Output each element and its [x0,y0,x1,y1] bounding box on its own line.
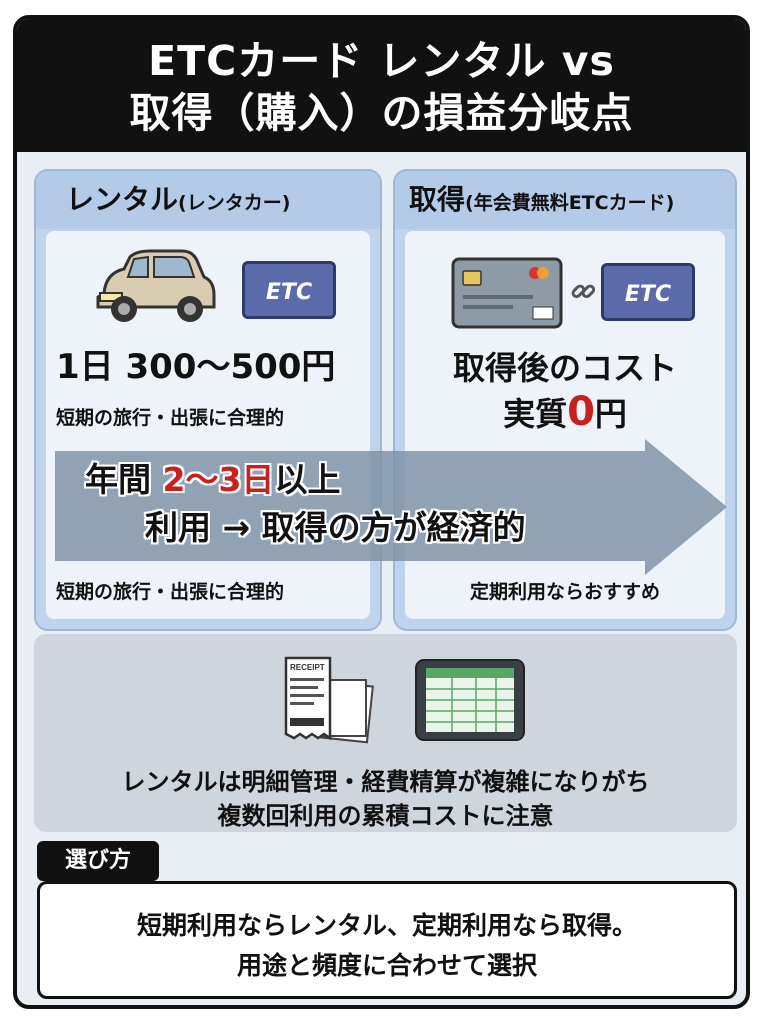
rental-panel-header: レンタル(レンタカー) [36,171,380,229]
warning-line-2: 複数回利用の累積コストに注意 [217,802,554,830]
acquire-cost-line-2: 実質0円 [405,389,725,435]
acquire-subtitle: (年会費無料ETCカード) [465,192,675,214]
acquire-cost-suffix: 円 [594,395,627,433]
credit-card-icon [451,257,563,329]
warning-section: RECEIPT レンタルは明細管理・経費精算が複雑になりがち 複数回利用の累積コ… [34,634,737,832]
acquire-cost-line-1: 取得後のコスト [452,349,677,387]
infographic-frame: ETCカード レンタル vs 取得（購入）の損益分岐点 レンタル(レンタカー) … [13,15,750,1009]
arrow-line-1-prefix: 年間 [85,460,163,499]
rental-note-bottom: 短期の旅行・出張に合理的 [56,581,285,603]
arrow-line-1-suffix: 以上 [274,460,341,499]
rental-price: 1日 300〜500円 [56,347,336,387]
acquire-panel-body: ETC 取得後のコスト 実質0円 定期利用ならおすすめ [405,231,725,619]
choose-box: 短期利用ならレンタル、定期利用なら取得。 用途と頻度に合わせて選択 [37,881,737,999]
rental-etc-card: ETC [242,261,336,319]
acquire-note-bottom: 定期利用ならおすすめ [469,581,660,603]
arrow-line-1: 年間 2〜3日以上 [85,453,340,501]
acquire-cost-zero: 0 [567,389,595,435]
choose-label: 選び方 [37,841,159,881]
car-icon [96,249,216,322]
title-banner: ETCカード レンタル vs 取得（購入）の損益分岐点 [17,19,746,152]
arrow-line-1-highlight: 2〜3日 [162,460,275,499]
rental-subtitle: (レンタカー) [178,192,291,214]
acquire-title: 取得 [409,183,466,216]
title-line-1: ETCカード レンタル vs [148,37,615,85]
rental-note-top: 短期の旅行・出張に合理的 [56,407,285,429]
acquire-cost-prefix: 実質 [503,395,568,433]
acquire-panel-header: 取得(年会費無料ETCカード) [395,171,735,229]
breakeven-arrow: 年間 2〜3日以上 利用 → 取得の方が経済的 [55,439,735,579]
link-icon [571,284,596,299]
choose-line-2: 用途と頻度に合わせて選択 [236,951,537,980]
choose-line-1: 短期利用ならレンタル、定期利用なら取得。 [136,911,637,940]
rental-title: レンタル [66,183,179,216]
receipt-label: RECEIPT [290,663,325,672]
receipt-icon: RECEIPT [284,656,374,744]
acquire-etc-card: ETC [601,263,695,321]
tablet-spreadsheet-icon [415,659,525,741]
arrow-shape [55,439,727,575]
arrow-line-2: 利用 → 取得の方が経済的 [145,508,526,547]
title-line-2: 取得（購入）の損益分岐点 [129,89,634,137]
warning-line-1: レンタルは明細管理・経費精算が複雑になりがち [121,768,650,796]
